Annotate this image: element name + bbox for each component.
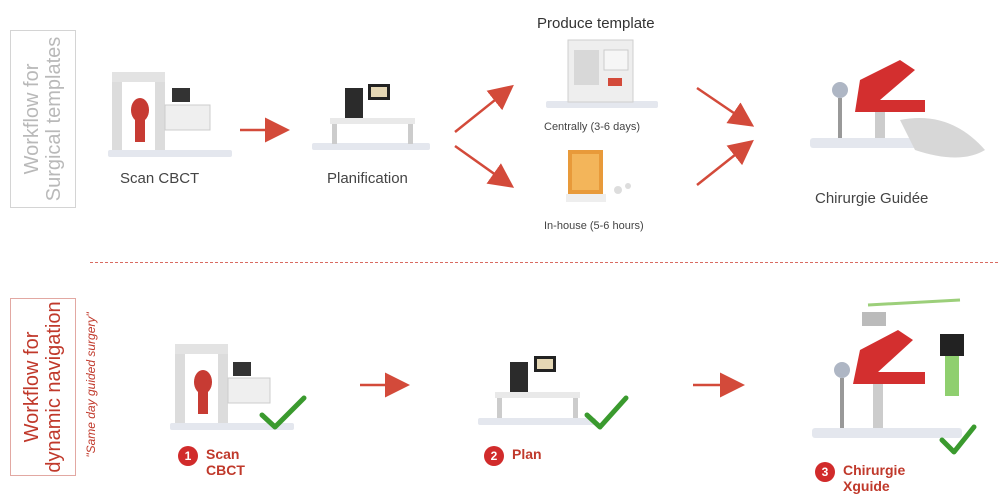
printer-inhouse-illustration [566, 150, 631, 202]
top-workflow-label: Workflow for Surgical templates [21, 36, 65, 202]
step-label: Plan [512, 446, 542, 462]
step-number-badge: 3 [815, 462, 835, 482]
planning-desk-illustration [312, 84, 430, 150]
caption-chirurgie-guidee: Chirurgie Guidée [815, 190, 929, 207]
step-number-badge: 1 [178, 446, 198, 466]
step-label: Chirurgie Xguide [843, 462, 906, 494]
dental-chair-navigation-illustration [812, 298, 964, 438]
check-icon [584, 395, 629, 430]
caption-planification: Planification [327, 170, 408, 187]
step-2: 2 Plan [484, 446, 582, 466]
bottom-workflow-label-box: Workflow for dynamic navigation [10, 298, 76, 476]
check-icon [939, 424, 977, 455]
step-number-badge: 2 [484, 446, 504, 466]
planning-desk-illustration-bottom [478, 356, 596, 425]
bottom-workflow-label: Workflow for dynamic navigation [21, 301, 65, 473]
bottom-workflow-subtitle: "Same day guided surgery" [84, 312, 98, 458]
caption-inhouse: In-house (5-6 hours) [544, 220, 644, 232]
caption-produce-template: Produce template [537, 15, 655, 32]
check-icon [259, 395, 307, 430]
caption-scan: Scan CBCT [120, 170, 200, 187]
dental-chair-illustration-top [810, 60, 985, 158]
caption-centrally: Centrally (3-6 days) [544, 121, 640, 133]
step-label: Scan CBCT [206, 446, 245, 478]
printer-central-illustration [546, 39, 658, 108]
cbct-scanner-illustration-bottom [170, 344, 294, 430]
step-1: 1 Scan CBCT [178, 446, 276, 478]
step-3: 3 Chirurgie Xguide [815, 462, 923, 494]
cbct-scanner-illustration [108, 72, 232, 157]
section-divider [90, 262, 998, 263]
top-workflow-label-box: Workflow for Surgical templates [10, 30, 76, 208]
bottom-workflow-subtitle-box: "Same day guided surgery" [80, 300, 102, 470]
